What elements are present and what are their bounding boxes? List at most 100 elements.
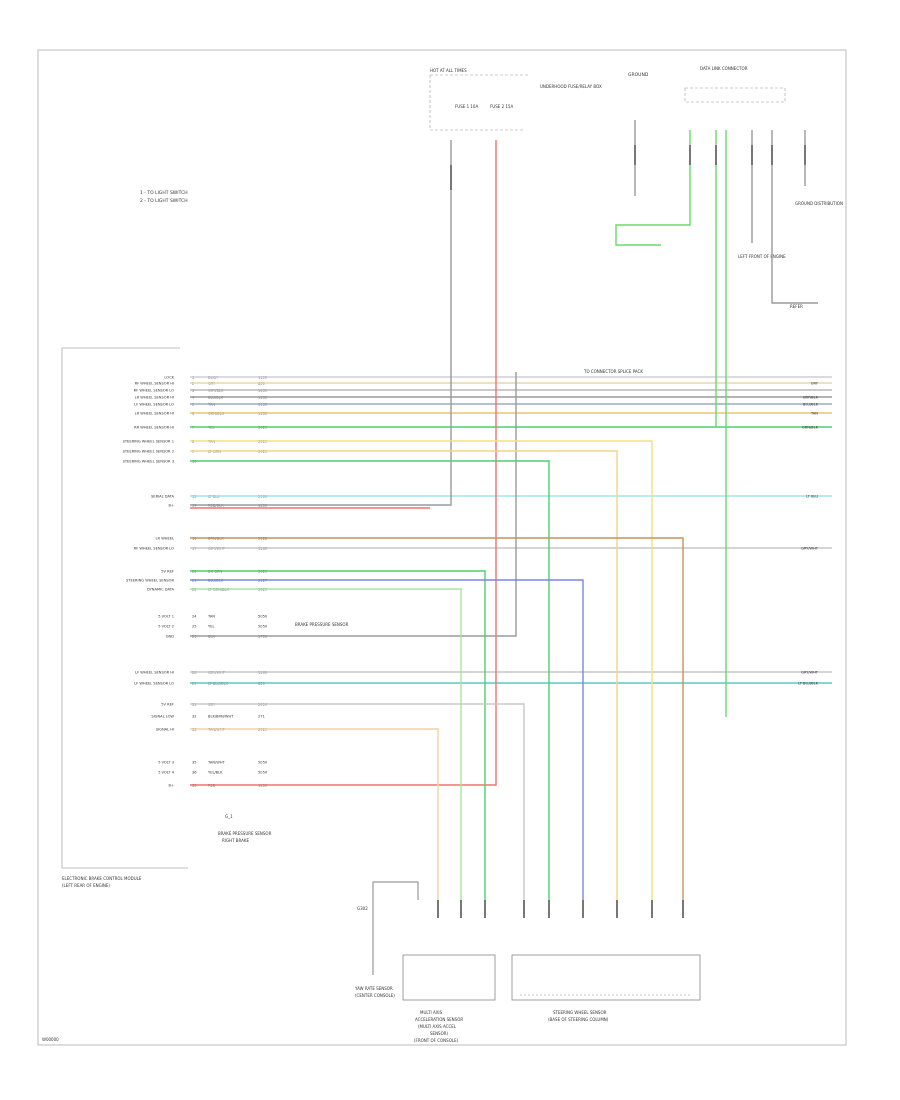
pin-label: 5 VOLT 1: [158, 615, 174, 619]
pin-label: GND: [166, 635, 174, 639]
yaw-comp-line1: YAW RATE SENSOR: [354, 986, 393, 991]
fuse-box-label: UNDERHOOD FUSE/RELAY BOX: [540, 84, 602, 89]
pin-label: LF WHEEL SENSOR HI: [135, 671, 174, 675]
module-outline: [61, 347, 188, 869]
pin-label: B+: [169, 504, 174, 508]
ground-label: GROUND: [628, 72, 649, 78]
right-wire-label: LT BLU/BLK: [798, 682, 818, 686]
page-frame: [37, 49, 847, 1046]
wire-green-drop-4: [190, 570, 486, 910]
brake-pressure-note: BRAKE PRESSURE SENSOR: [295, 622, 349, 627]
pin-circuit: 5050: [258, 761, 268, 765]
pin-wire-color: YEL/BLK: [208, 771, 223, 775]
wire-brown-drop: [190, 537, 684, 910]
top-right-connector: GROUND DATA LINK CONNECTOR GROUND DISTRI…: [628, 66, 843, 309]
module-name-line2: (LEFT REAR OF ENGINE): [62, 883, 110, 888]
hot-label: HOT AT ALL TIMES: [430, 68, 467, 73]
pin-label: LR WHEEL: [156, 537, 174, 541]
multi-axis-l5: (FRONT OF CONSOLE): [414, 1038, 459, 1043]
fuse-label-1: FUSE 1 10A: [455, 104, 478, 109]
pin-number: 35: [192, 761, 197, 765]
page-ref: W00000: [42, 1037, 59, 1042]
pin-label: 5 VOLT 4: [158, 771, 174, 775]
wire-gray-drop-2: [190, 703, 525, 910]
pin-label: LR WHEEL SENSOR HI: [135, 412, 174, 416]
dlc-connector: [684, 87, 786, 103]
mid-note-b: RIGHT BRAKE: [222, 838, 250, 843]
legend-notes: 1 - TO LIGHT SWITCH 2 - TO LIGHT SWITCH: [140, 190, 188, 204]
wire-orange-drop-2: [190, 450, 618, 910]
pin-circuit: 5050: [258, 625, 268, 629]
pin-wire-color: TAN/WHT: [207, 761, 226, 765]
mid-note-a: BRAKE PRESSURE SENSOR: [218, 831, 272, 836]
pin-wire-color: TAN: [207, 615, 215, 619]
right-wire-label: GRY: [811, 382, 819, 386]
pin-label: 5V REF: [161, 703, 174, 707]
data-link-label: DATA LINK CONNECTOR: [700, 66, 748, 71]
right-wire-label: LT BLU: [806, 495, 818, 499]
pin-label: RR WHEEL SENSOR HI: [134, 426, 174, 430]
right-wire-label: GRY/WHT: [801, 547, 819, 551]
bottom-components: G302 YAW RATE SENSOR (CENTER CONSOLE) MU…: [354, 881, 701, 1043]
wire-tan-drop: [190, 728, 439, 910]
pin-label: STEERING WHEEL SENSOR 2: [123, 450, 174, 454]
connector-ticks: [437, 145, 806, 918]
splice-note: TO CONNECTOR SPLICE PACK: [583, 369, 643, 374]
module-name-line1: ELECTRONIC BRAKE CONTROL MODULE: [62, 876, 142, 881]
pin-label: SIGNAL HI: [156, 728, 174, 732]
wire-yellow-drop-1: [190, 440, 653, 910]
wire-green-drop-3: [190, 460, 550, 910]
pin-circuit: 271: [258, 715, 265, 719]
pin-label: LR WHEEL SENSOR HI: [135, 396, 174, 400]
multi-axis-l3: (MULTI AXIS ACCEL: [418, 1024, 457, 1029]
pin-number: 36: [192, 771, 197, 775]
pin-label: RF WHEEL SENSOR HI: [135, 382, 174, 386]
right-wire-label: BLU/BLK: [803, 403, 819, 407]
right-wire-label: TAN: [810, 412, 818, 416]
pin-label: STEERING WHEEL SENSOR 3: [123, 460, 174, 464]
pin-label: LF WHEEL SENSOR LO: [134, 403, 174, 407]
pin-number: 24: [192, 615, 197, 619]
yaw-ground-wire: [372, 881, 419, 975]
multi-axis-l2: ACCELERATION SENSOR: [415, 1017, 463, 1022]
pin-circuit: 5050: [258, 615, 268, 619]
wire-gray-dlc-2: [771, 130, 818, 304]
top-fuse-area: HOT AT ALL TIMES FUSE 1 10A FUSE 2 15A U…: [429, 68, 602, 131]
steering-box-l1: STEERING WHEEL SENSOR: [553, 1010, 607, 1015]
yaw-comp-line2: (CENTER CONSOLE): [355, 993, 395, 998]
note-1: 1 - TO LIGHT SWITCH: [140, 190, 188, 196]
wire-green-dlc-1: [615, 130, 691, 246]
pin-label: SERIAL DATA: [151, 495, 175, 499]
wires: [190, 120, 832, 910]
right-wire-label: GRY/WHT: [801, 671, 819, 675]
left-front-label: LEFT FRONT OF ENGINE: [738, 254, 786, 259]
pin-label: 5 VOLT 3: [158, 761, 174, 765]
pin-label: B+: [169, 784, 174, 788]
multi-axis-sensor-box: [402, 954, 496, 1001]
pin-circuit: 5050: [258, 771, 268, 775]
pin-label: RF WHEEL SENSOR LO: [134, 389, 175, 393]
note-2: 2 - TO LIGHT SWITCH: [140, 198, 188, 204]
pin-label: RF WHEEL SENSOR LO: [134, 547, 175, 551]
yaw-ground-label: G302: [357, 906, 368, 911]
pin-label: 5V REF: [161, 570, 174, 574]
fuse-label-2: FUSE 2 15A: [490, 104, 513, 109]
right-wire-label: GRY/BLK: [803, 396, 819, 400]
pin-label: STEERING WHEEL SENSOR 1: [123, 440, 174, 444]
steering-box-l2: (BASE OF STEERING COLUMN): [548, 1017, 609, 1022]
wire-gray-fuse-1: [190, 140, 452, 506]
wire-red-fuse-2: [190, 140, 497, 786]
ground-dist-label: GROUND DISTRIBUTION: [795, 201, 843, 206]
multi-axis-l4: SENSOR): [430, 1031, 449, 1036]
pin-number: 32: [192, 715, 197, 719]
ebcm-module: ELECTRONIC BRAKE CONTROL MODULE (LEFT RE…: [61, 347, 272, 888]
pin-label: 5 VOLT 2: [158, 625, 174, 629]
wire-gray-ground: [190, 372, 517, 637]
pin-wire-color: BLK/BRN/WHT: [208, 715, 234, 719]
multi-axis-l1: MULTI AXIS: [420, 1010, 443, 1015]
refer-label: REFER: [790, 304, 803, 309]
wire-lgreen-drop: [190, 588, 462, 910]
